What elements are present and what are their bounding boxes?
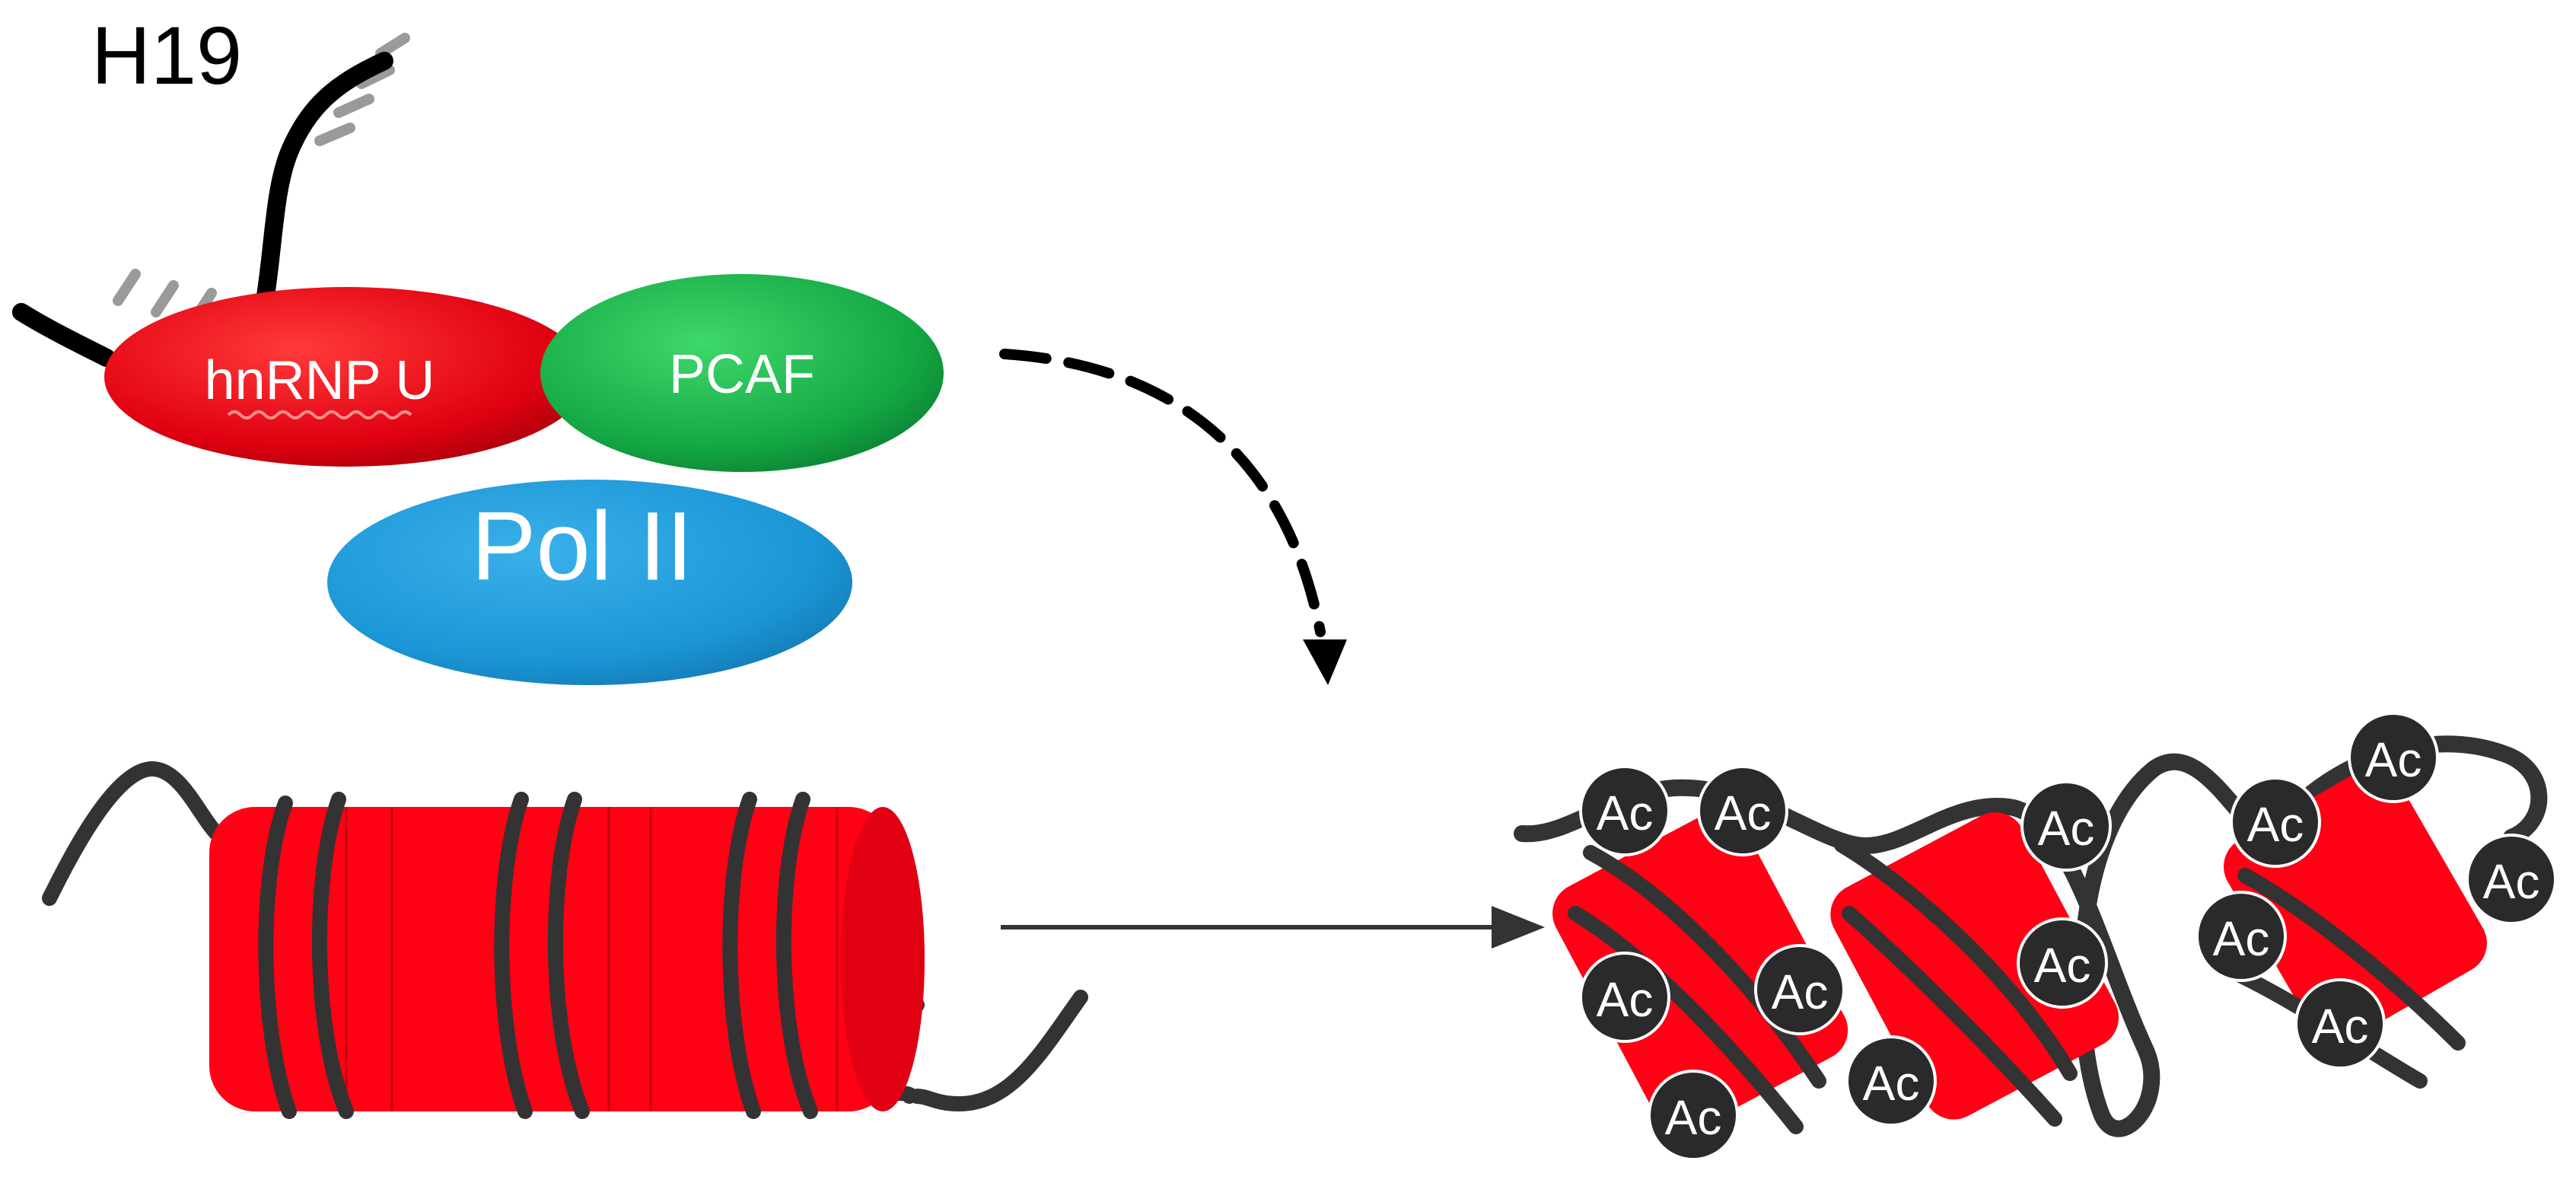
svg-text:Ac: Ac — [1665, 1090, 1722, 1145]
h19-label: H19 — [91, 9, 242, 101]
svg-text:Ac: Ac — [2213, 911, 2270, 966]
svg-text:Ac: Ac — [1772, 965, 1829, 1019]
svg-text:Ac: Ac — [1597, 972, 1654, 1027]
pcaf-label: PCAF — [669, 344, 815, 405]
svg-text:Ac: Ac — [2247, 797, 2304, 852]
ac-badge: Ac — [1845, 1035, 1937, 1127]
hnrnp-u-label: hnRNP U — [205, 350, 435, 411]
acetylation-marks: Ac Ac Ac Ac Ac Ac — [1579, 712, 2557, 1161]
dashed-arrow — [999, 349, 1326, 637]
svg-text:Ac: Ac — [2312, 999, 2369, 1054]
pol-ii-protein: Pol II — [327, 480, 852, 685]
open-chromatin: Ac Ac Ac Ac Ac Ac — [1514, 712, 2557, 1161]
ac-badge: Ac — [1648, 1070, 1739, 1161]
pol-ii-label: Pol II — [471, 493, 693, 601]
ac-badge: Ac — [2195, 891, 2287, 982]
ac-badge: Ac — [1697, 765, 1788, 856]
svg-text:Ac: Ac — [1597, 786, 1654, 840]
svg-text:Ac: Ac — [2034, 938, 2091, 993]
ac-badge: Ac — [2230, 776, 2321, 868]
ac-badge: Ac — [1754, 944, 1845, 1035]
pcaf-protein: PCAF — [540, 274, 944, 472]
transition-arrow-head — [1492, 906, 1545, 949]
svg-text:Ac: Ac — [1863, 1056, 1920, 1111]
svg-text:Ac: Ac — [2483, 854, 2540, 909]
svg-text:Ac: Ac — [1715, 786, 1772, 840]
ac-badge: Ac — [2020, 780, 2112, 872]
ac-badge: Ac — [1579, 765, 1670, 856]
ac-badge: Ac — [2466, 834, 2557, 925]
svg-text:Ac: Ac — [2038, 801, 2095, 856]
dashed-arrow-head — [1303, 639, 1347, 685]
svg-text:Ac: Ac — [2365, 732, 2422, 787]
compact-chromatin — [42, 760, 1088, 1119]
hnrnp-u-protein: hnRNP U — [104, 287, 588, 467]
ac-badge: Ac — [2348, 712, 2439, 803]
ac-badge: Ac — [2294, 978, 2386, 1070]
ac-badge: Ac — [2017, 917, 2108, 1009]
ac-badge: Ac — [1579, 952, 1670, 1043]
